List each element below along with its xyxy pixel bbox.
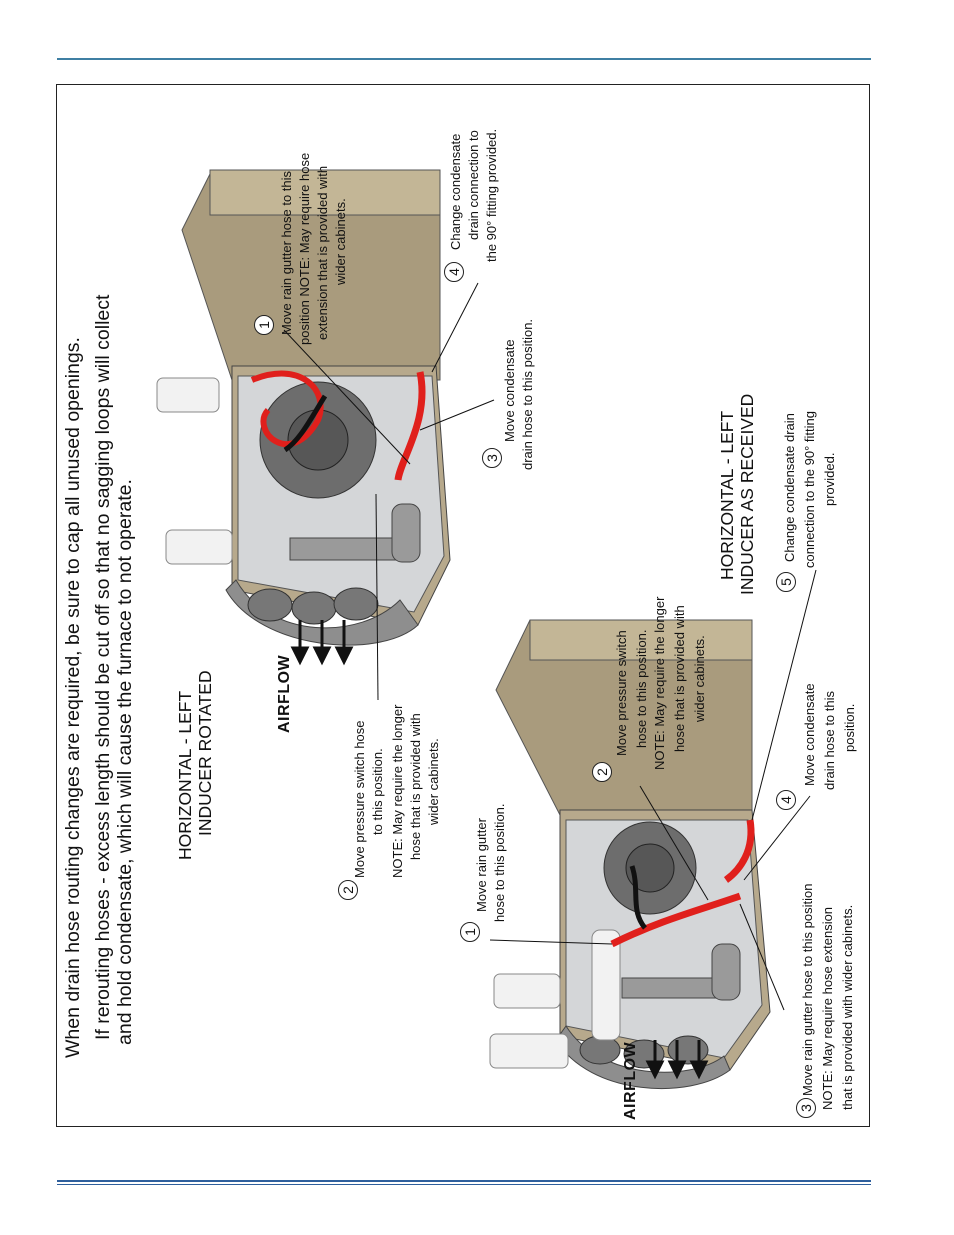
callout-number: 3 [796, 1098, 816, 1118]
callout-number: 3 [482, 448, 502, 468]
airflow-label-top: AIRFLOW [276, 654, 293, 733]
instruction-line-1: When drain hose routing changes are requ… [62, 337, 84, 1058]
callout-top-2-line-1: Move pressure switch hose [352, 720, 367, 878]
callout-top-4-line-2: drain connection to [466, 130, 481, 240]
callout-top-4-line-3: the 90° fitting provided. [484, 128, 499, 262]
callout-top-3-line-2: drain hose to this position. [520, 318, 535, 470]
callout-number: 5 [776, 572, 796, 592]
footer-rule [57, 1180, 871, 1182]
callout-top-4: 4 [444, 258, 464, 282]
callout-bottom-5-line-3: provided. [822, 452, 837, 506]
callout-bottom-5-line-2: connection to the 90° fitting [802, 411, 817, 568]
callout-bottom-2-line-1: Move pressure switch [614, 630, 629, 756]
callout-top-1-line-3: extension that is provided with [315, 165, 330, 340]
airflow-label-bottom: AIRFLOW [622, 1041, 639, 1120]
heading-rotated-2: INDUCER ROTATED [195, 670, 215, 836]
callout-bottom-2: 2 [592, 758, 612, 782]
figure-frame [56, 84, 870, 1127]
callout-number: 4 [444, 262, 464, 282]
callout-top-1: 1 [254, 311, 274, 335]
leader-lines [283, 282, 817, 1011]
callout-bottom-3: 3 [796, 1094, 816, 1118]
callout-top-1-line-1: Move rain gutter hose to this [279, 170, 294, 335]
callout-number: 1 [460, 922, 480, 942]
furnace-bottom-illustration [489, 619, 771, 1090]
callout-bottom-1-line-2: hose to this position. [492, 803, 507, 922]
header-rule [57, 58, 871, 60]
footer-rule-thin [57, 1184, 871, 1185]
heading-rotated-1: HORIZONTAL - LEFT [175, 690, 195, 860]
callout-top-2: 2 [338, 876, 358, 900]
heading-received-2: INDUCER AS RECEIVED [737, 393, 757, 595]
callout-bottom-2-line-3: NOTE: May require the longer [652, 596, 667, 770]
callout-number: 1 [254, 315, 274, 335]
callout-top-2-line-2: to this position. [370, 748, 385, 835]
callout-bottom-1-line-1: Move rain gutter [474, 818, 489, 912]
callout-bottom-5: 5 [776, 568, 796, 592]
callout-top-2-line-3: NOTE: May require the longer [390, 704, 405, 878]
callout-number: 2 [338, 880, 358, 900]
callout-number: 4 [776, 790, 796, 810]
heading-received-1: HORIZONTAL - LEFT [717, 410, 737, 580]
callout-bottom-2-line-2: hose to this position. [634, 629, 649, 748]
airflow-arrows-bottom [645, 1040, 709, 1080]
instruction-line-3: and hold condensate, which will cause th… [114, 479, 136, 1045]
callout-bottom-4-line-1: Move condensate [802, 683, 817, 786]
callout-number: 2 [592, 762, 612, 782]
callout-bottom-4-line-2: drain hose to this [822, 690, 837, 790]
callout-top-3: 3 [482, 444, 502, 468]
callout-bottom-5-line-1: Change condensate drain [782, 413, 797, 562]
callout-bottom-1: 1 [460, 918, 480, 942]
callout-bottom-2-line-4: hose that is provided with [672, 605, 687, 752]
callout-bottom-4-line-3: position. [842, 703, 857, 752]
callout-top-3-line-1: Move condensate [502, 339, 517, 442]
airflow-arrows-top [290, 620, 354, 666]
callout-top-2-line-5: wider cabinets. [426, 738, 441, 825]
callout-bottom-3-line-2: NOTE: May require hose extension [820, 906, 835, 1110]
callout-top-1-line-4: wider cabinets. [333, 198, 348, 285]
callout-bottom-2-line-5: wider cabinets. [692, 635, 707, 722]
callout-bottom-3-line-1: Move rain gutter hose to this position [800, 883, 815, 1096]
callout-bottom-4: 4 [776, 786, 796, 810]
callout-top-4-line-1: Change condensate [448, 133, 463, 250]
callout-top-1-line-2: position NOTE: May require hose [297, 152, 312, 345]
furnace-top-illustration [156, 169, 451, 646]
callout-bottom-3-line-3: that is provided with wider cabinets. [840, 904, 855, 1110]
callout-top-2-line-4: hose that is provided with [408, 713, 423, 860]
